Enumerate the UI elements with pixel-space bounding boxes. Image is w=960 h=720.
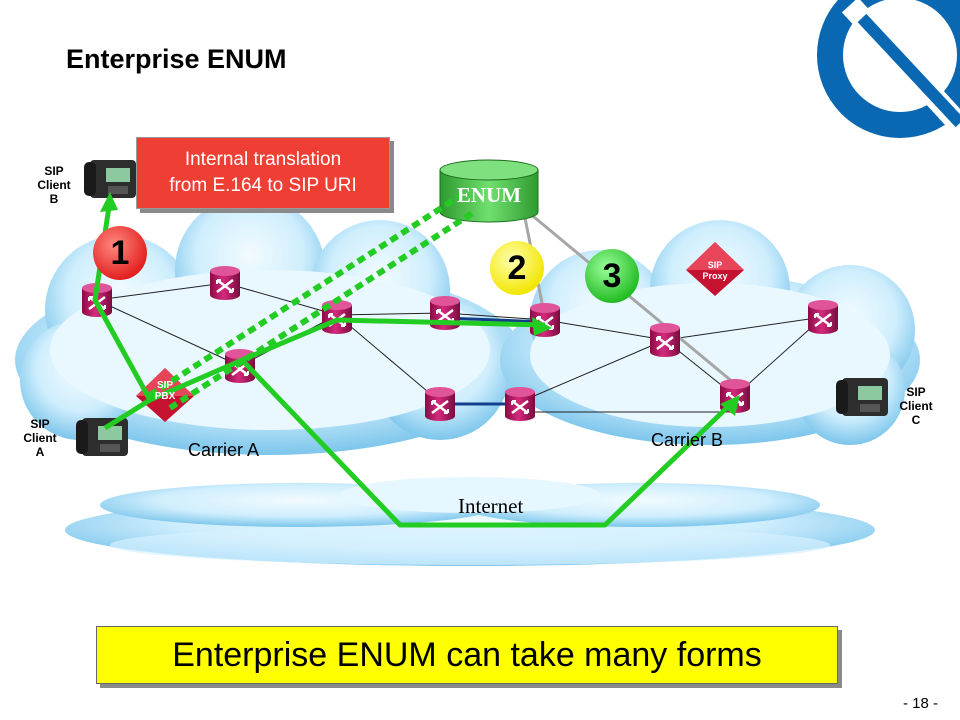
client-b-label-line: B <box>49 192 59 206</box>
phone-icon-client-c <box>836 378 888 416</box>
carrier-b-label: Carrier B <box>651 430 724 450</box>
enum-query-path <box>148 193 476 411</box>
carrier-a-label: Carrier A <box>188 440 260 460</box>
client-b-label: SIP Client B <box>32 164 76 206</box>
internet-cloud <box>65 477 875 566</box>
phone-icon-client-b <box>84 160 136 198</box>
enum-database-icon <box>439 159 539 223</box>
step-3-marker <box>585 249 639 303</box>
internet-label: Internet <box>458 494 524 518</box>
client-a-label: SIP Client A <box>18 417 62 459</box>
proxy-label-line: Proxy <box>702 271 728 281</box>
client-a-label-line: Client <box>23 431 57 445</box>
step-2-label: 2 <box>507 248 527 287</box>
network-links <box>96 282 824 413</box>
page-number: - 18 - <box>902 695 938 712</box>
arrow-head-icon <box>100 192 118 212</box>
pbx-label-line: PBX <box>154 391 176 402</box>
client-c-label-line: Client <box>899 399 933 413</box>
client-a-label-line: SIP <box>30 417 50 431</box>
step-2-marker <box>490 241 544 295</box>
client-a-label-line: A <box>35 445 45 459</box>
router-icon <box>503 385 537 423</box>
step-3-label: 3 <box>602 256 622 295</box>
enum-label: ENUM <box>456 183 522 207</box>
arrow-head-icon <box>720 395 740 416</box>
router-icon <box>648 321 682 359</box>
arrow-head-icon <box>532 317 552 336</box>
router-icon <box>208 264 242 302</box>
router-icon <box>806 298 840 336</box>
sip-proxy-icon <box>686 242 744 296</box>
step-1-marker <box>93 226 147 280</box>
phone-icon-client-a <box>76 418 128 456</box>
step-1-label: 1 <box>110 233 130 272</box>
translation-callout: Internal translation from E.164 to SIP U… <box>136 137 390 209</box>
client-c-label-line: SIP <box>906 385 926 399</box>
pbx-label: SIP PBX <box>145 380 185 402</box>
summary-banner: Enterprise ENUM can take many forms <box>96 626 838 684</box>
router-icon <box>423 385 457 423</box>
page-title: Enterprise ENUM <box>66 44 287 74</box>
proxy-label: SIP Proxy <box>695 260 735 282</box>
client-b-label-line: SIP <box>44 164 64 178</box>
client-b-label-line: Client <box>37 178 71 192</box>
client-c-label-line: C <box>911 413 921 427</box>
callout-line-1: Internal translation <box>184 149 342 170</box>
company-logo-icon <box>817 0 960 138</box>
client-c-label: SIP Client C <box>894 385 938 427</box>
callout-line-2: from E.164 to SIP URI <box>169 175 357 196</box>
proxy-label-line: SIP <box>707 260 723 270</box>
pbx-label-line: SIP <box>156 380 174 391</box>
